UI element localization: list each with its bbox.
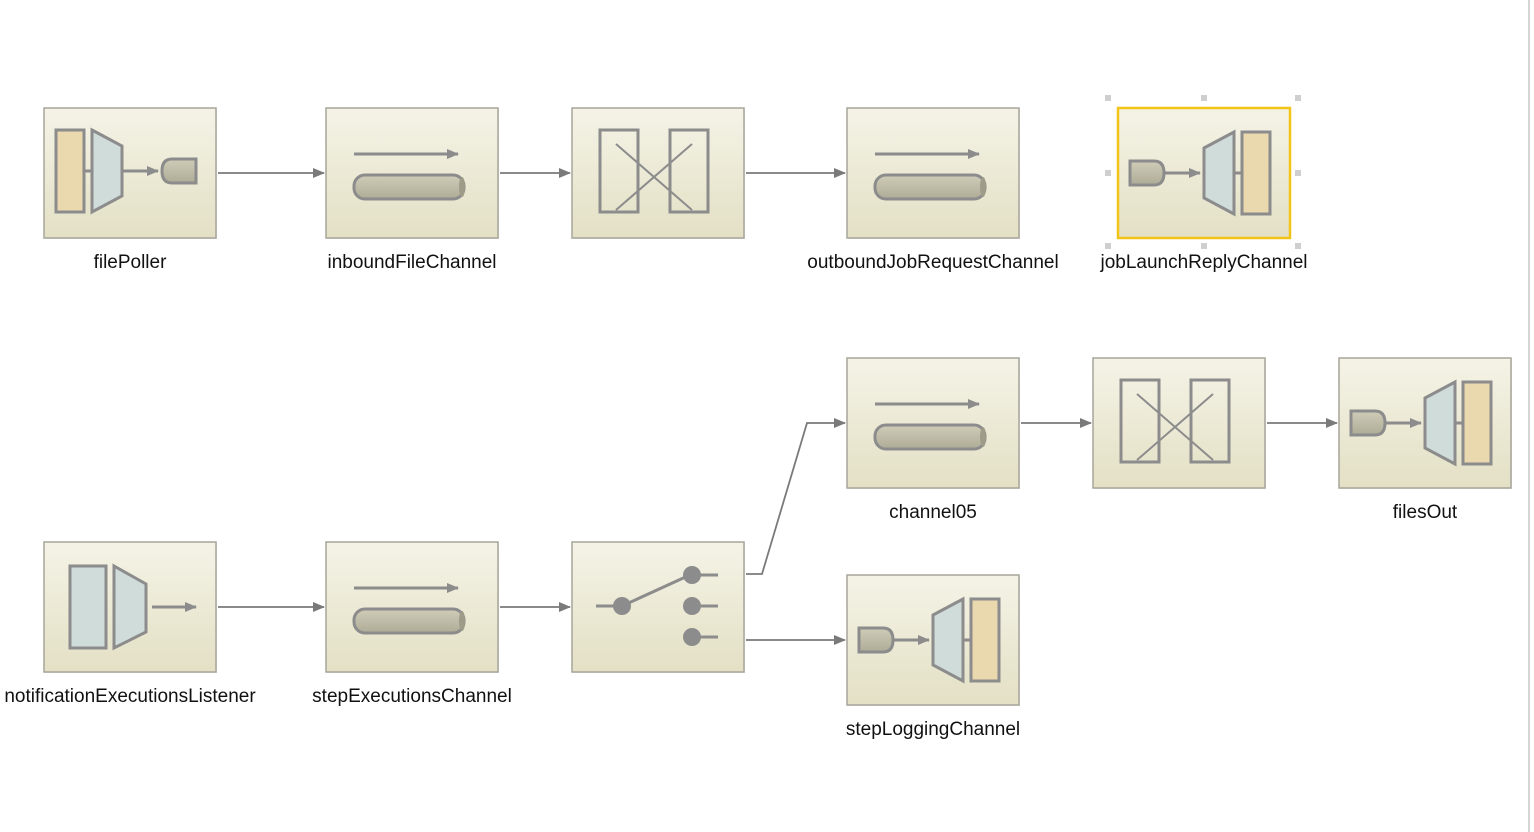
inbound-adapter-icon	[54, 127, 198, 215]
nodes-layer: filePoller inboundFileChannel outboundJobR…	[4, 106, 1512, 740]
node-inboundFileChannel[interactable]: inboundFileChannel	[325, 107, 499, 273]
resize-handle[interactable]	[1295, 170, 1301, 176]
node-label: stepLoggingChannel	[846, 719, 1020, 740]
node-label: channel05	[889, 502, 977, 523]
node-box[interactable]	[325, 107, 499, 239]
pipe-icon	[873, 423, 987, 451]
outbound-adapter-icon	[1349, 379, 1493, 467]
edges-layer	[218, 168, 1338, 645]
node-router[interactable]	[571, 541, 745, 673]
node-channel05[interactable]: channel05	[846, 357, 1020, 523]
resize-handle[interactable]	[1105, 95, 1111, 101]
node-stepExecutionsChannel[interactable]: stepExecutionsChannel	[312, 541, 512, 707]
node-label: notificationExecutionsListener	[4, 686, 256, 707]
node-box[interactable]	[846, 107, 1020, 239]
resize-handle[interactable]	[1201, 243, 1207, 249]
node-label: stepExecutionsChannel	[312, 686, 512, 707]
node-filePoller[interactable]: filePoller	[43, 107, 217, 273]
resize-handle[interactable]	[1295, 95, 1301, 101]
node-outboundJobRequestChannel[interactable]: outboundJobRequestChannel	[807, 107, 1059, 273]
gateway-icon	[68, 563, 197, 651]
edge-router-to-channel05[interactable]	[746, 418, 846, 575]
node-filesOut[interactable]: filesOut	[1338, 357, 1512, 523]
node-label: outboundJobRequestChannel	[807, 252, 1058, 273]
resize-handle[interactable]	[1105, 243, 1111, 249]
outbound-adapter-icon	[1128, 129, 1272, 217]
node-label: inboundFileChannel	[327, 252, 496, 273]
node-stepLoggingChannel[interactable]: stepLoggingChannel	[846, 574, 1020, 740]
transformer-icon	[598, 128, 710, 214]
pipe-icon	[352, 607, 466, 635]
router-icon	[596, 566, 718, 646]
node-transformer2[interactable]	[1092, 357, 1266, 489]
transformer-icon	[1119, 378, 1231, 464]
resize-handle[interactable]	[1295, 243, 1301, 249]
resize-handle[interactable]	[1201, 95, 1207, 101]
node-notificationExecutionsListener[interactable]: notificationExecutionsListener	[4, 541, 256, 707]
selection-handles[interactable]	[1105, 95, 1301, 249]
node-transformer1[interactable]	[571, 107, 745, 239]
node-box[interactable]	[846, 357, 1020, 489]
node-label: jobLaunchReplyChannel	[1099, 252, 1307, 273]
node-label: filesOut	[1393, 502, 1458, 523]
resize-handle[interactable]	[1105, 170, 1111, 176]
node-box[interactable]	[325, 541, 499, 673]
canvas-right-border	[1528, 0, 1530, 832]
pipe-icon	[873, 173, 987, 201]
node-label: filePoller	[94, 252, 168, 273]
outbound-adapter-icon	[857, 596, 1001, 684]
node-jobLaunchReplyChannel[interactable]: jobLaunchReplyChannel	[1099, 106, 1308, 273]
pipe-icon	[352, 173, 466, 201]
